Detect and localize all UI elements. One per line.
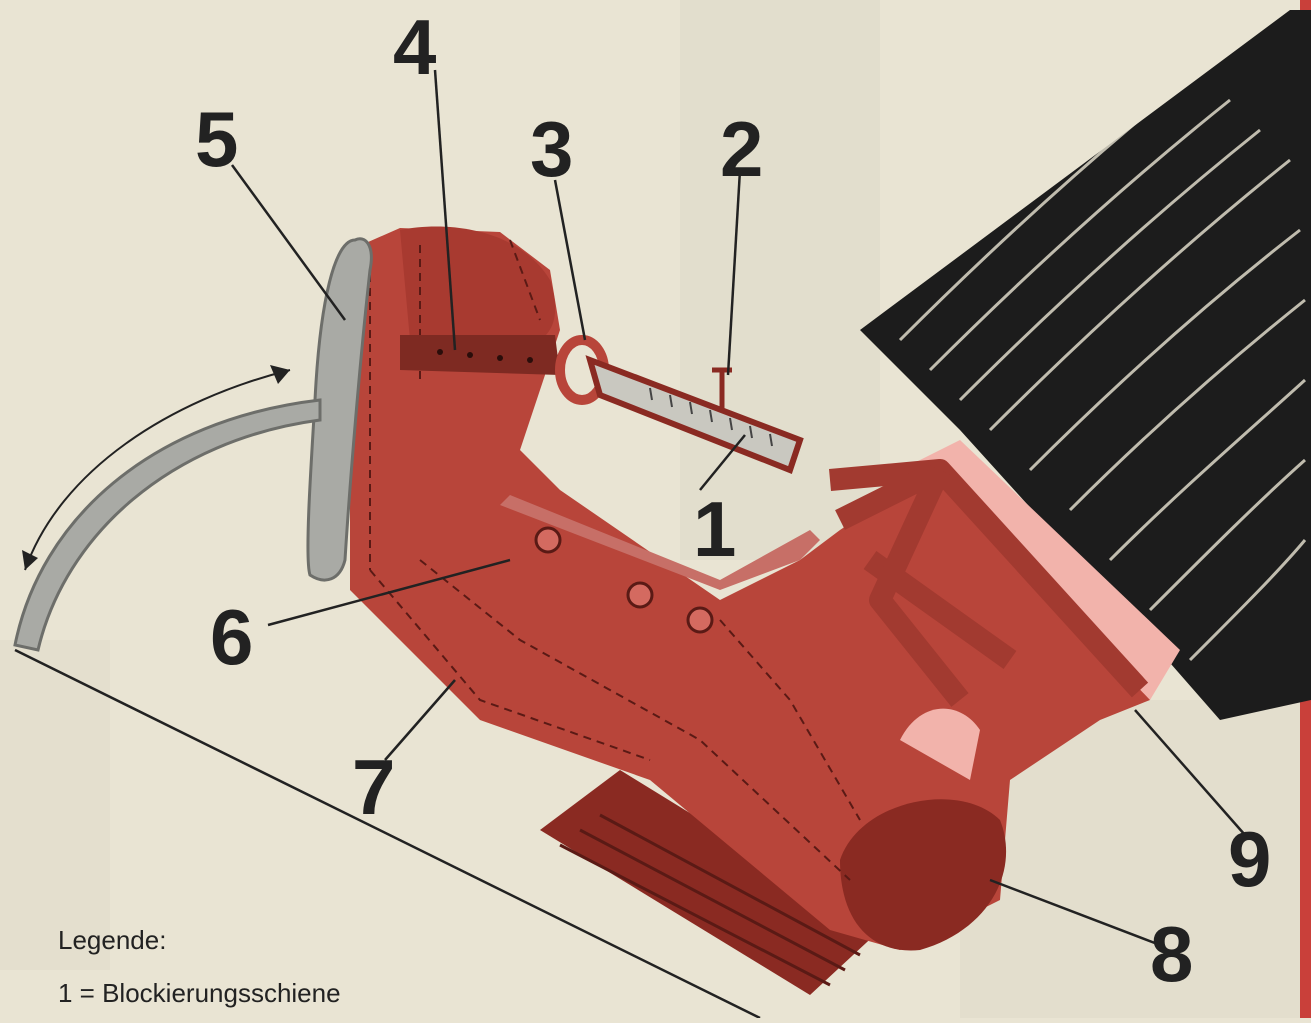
callout-4: 4: [393, 3, 437, 91]
callout-6: 6: [210, 593, 254, 681]
adjust-arm: [13, 365, 322, 652]
blocking-rail: [585, 355, 804, 474]
leader-lines: [14, 69, 1246, 1020]
boot-strap: [400, 335, 560, 375]
callout-5: 5: [195, 95, 239, 183]
cuff-frame: [829, 459, 1149, 707]
callout-2: 2: [720, 105, 764, 193]
tongue: [500, 495, 820, 590]
legend-item-1: 1 = Blockierungsschiene: [58, 978, 341, 1008]
callout-7: 7: [352, 743, 396, 831]
buckles: [534, 526, 714, 634]
trouser-leg: [860, 10, 1311, 720]
callout-3: 3: [530, 105, 574, 193]
boot-sole: [540, 770, 880, 995]
heel-plate: [306, 237, 373, 582]
boot-shell: [350, 226, 1150, 951]
callout-9: 9: [1228, 815, 1272, 903]
callout-1: 1: [693, 485, 737, 573]
callout-8: 8: [1150, 910, 1194, 998]
legend-heading: Legende:: [58, 925, 167, 955]
